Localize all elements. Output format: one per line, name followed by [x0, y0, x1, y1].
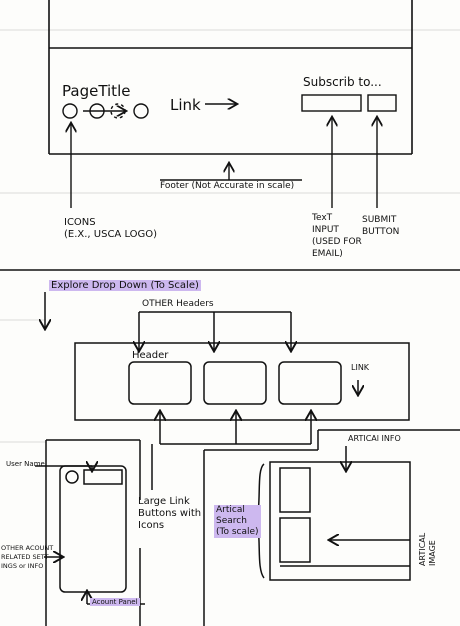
header-label: Header: [132, 350, 169, 361]
account-settings-note: OTHER ACOUNT RELATED SETT- INGS or INFO: [1, 544, 54, 570]
artical-image-label: ARTICAL IMAGE: [418, 532, 437, 566]
artical-search-note: Artical Search (To scale): [214, 505, 261, 538]
icons-note: ICONS (E.X., USCA LOGO): [64, 217, 158, 240]
artical-info-label: ARTICAl INFO: [348, 434, 401, 443]
subscribe-label: Subscrib to...: [303, 75, 382, 89]
icon-circle: [133, 103, 149, 119]
link-label-bottom: LINK: [351, 363, 370, 372]
link-label: Link: [170, 96, 201, 114]
footer-caption: Footer (Not Accurate in scale): [160, 181, 295, 191]
text-input-note: TexT INPUT (USED FOR EMAIL): [312, 213, 362, 259]
explore-title: Explore Drop Down (To Scale): [49, 280, 201, 291]
account-panel-label: Acount Panel: [90, 598, 140, 606]
submit-note: SUBMIT BUTTON: [362, 215, 400, 237]
large-link-note: Large Link Buttons with Icons: [138, 496, 202, 531]
page-title: PageTitle: [62, 82, 131, 100]
other-headers-label: OTHER Headers: [142, 299, 214, 309]
user-name-label: User Name: [6, 460, 45, 468]
icon-circle: [62, 103, 78, 119]
